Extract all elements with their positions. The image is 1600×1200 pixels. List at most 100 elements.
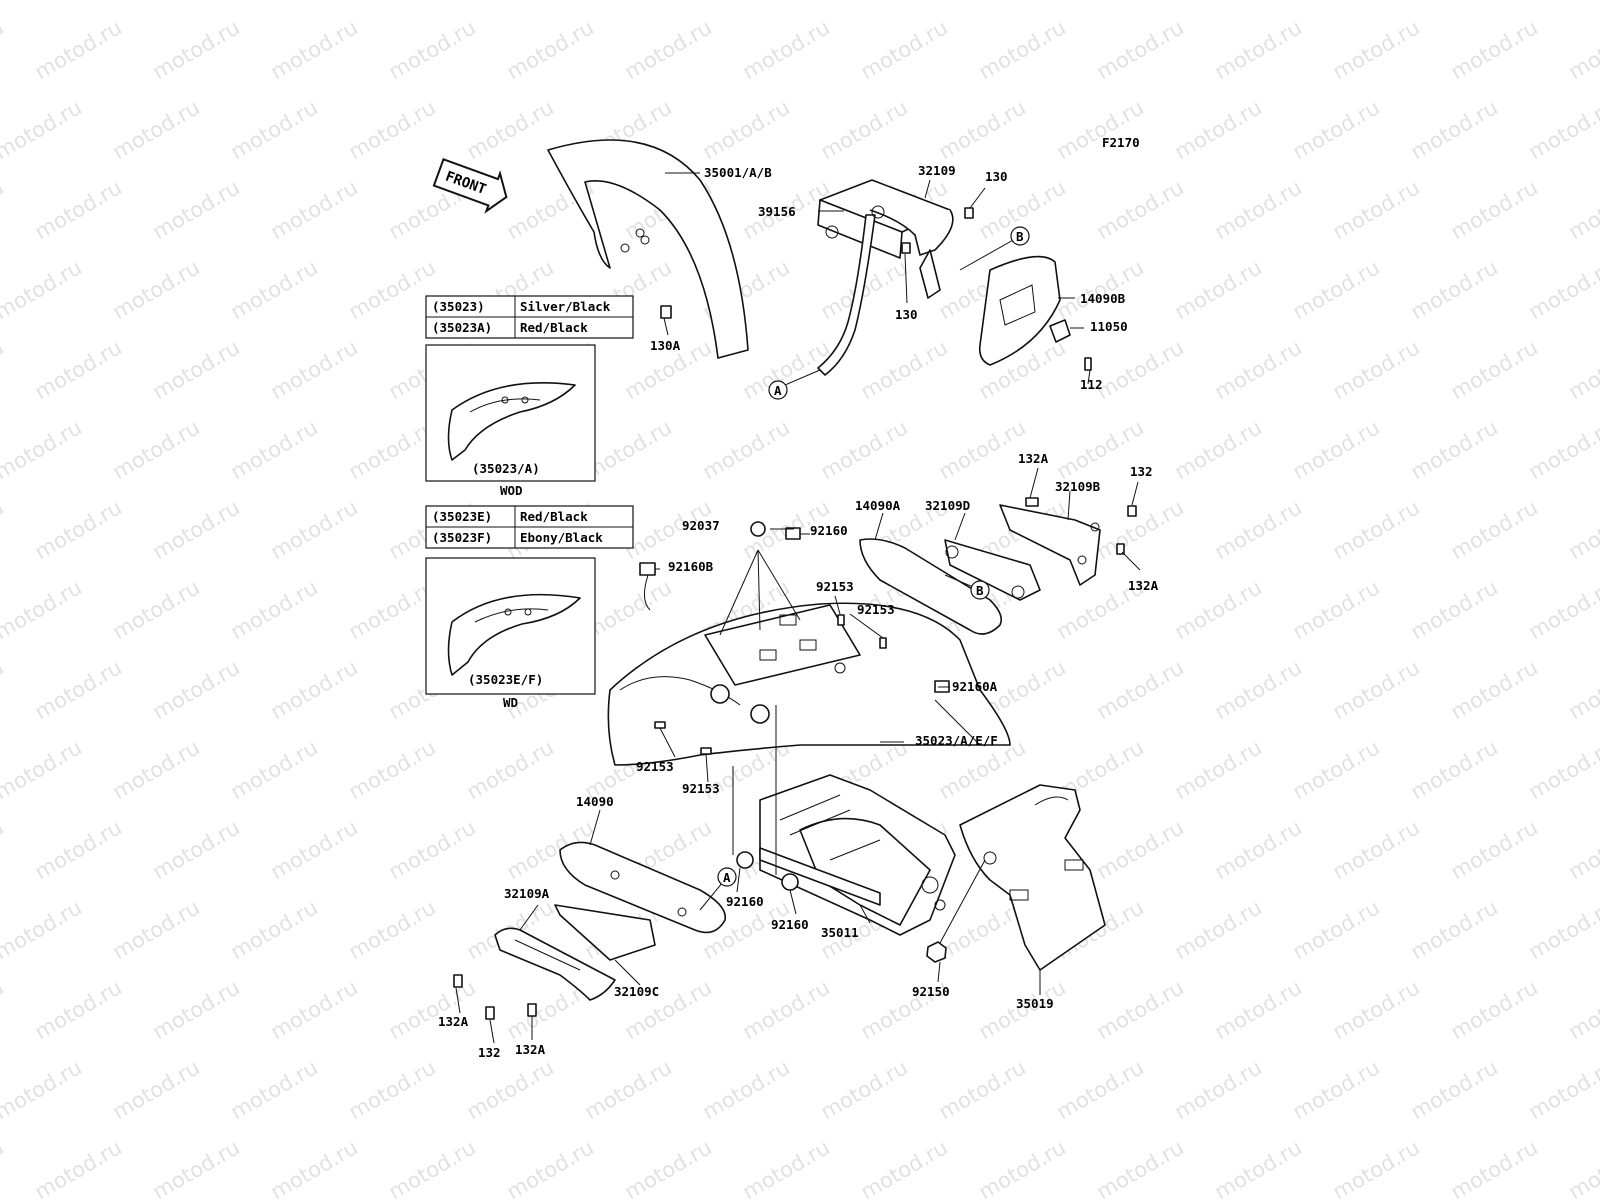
label-112: 112 bbox=[1080, 377, 1103, 392]
watermark-text: motod.ru bbox=[1053, 0, 1148, 4]
watermark-text: motod.ru bbox=[1565, 15, 1600, 84]
watermark-text: motod.ru bbox=[1565, 175, 1600, 244]
watermark-text: motod.ru bbox=[699, 0, 794, 4]
watermark-text: motod.ru bbox=[1211, 815, 1306, 884]
watermark-text: motod.ru bbox=[857, 1135, 952, 1200]
watermark-text: motod.ru bbox=[817, 1055, 912, 1124]
watermark-text: motod.ru bbox=[1525, 95, 1600, 164]
watermark-text: motod.ru bbox=[0, 735, 86, 804]
label-130A: 130A bbox=[650, 338, 681, 353]
label-92037: 92037 bbox=[682, 518, 720, 533]
inset-wd: (35023E/F) bbox=[425, 557, 596, 695]
watermark-text: motod.ru bbox=[1407, 895, 1502, 964]
watermark-text: motod.ru bbox=[975, 15, 1070, 84]
watermark-text: motod.ru bbox=[463, 95, 558, 164]
watermark-text: motod.ru bbox=[1525, 415, 1600, 484]
bracket-32109B-part bbox=[999, 504, 1101, 586]
bolt-132A-d bbox=[527, 1003, 537, 1017]
watermark-text: motod.ru bbox=[1093, 655, 1188, 724]
plate-14090B-part bbox=[978, 255, 1061, 366]
callout-B-top-label: B bbox=[1016, 229, 1024, 244]
watermark-text: motod.ru bbox=[1211, 15, 1306, 84]
watermark-text: motod.ru bbox=[0, 95, 86, 164]
watermark-text: motod.ru bbox=[31, 15, 126, 84]
bar-35011-part bbox=[759, 847, 881, 906]
watermark-text: motod.ru bbox=[1407, 735, 1502, 804]
label-32109A: 32109A bbox=[504, 886, 550, 901]
watermark-text: motod.ru bbox=[31, 1135, 126, 1200]
label-32109: 32109 bbox=[918, 163, 956, 178]
watermark-text: motod.ru bbox=[1053, 95, 1148, 164]
label-39156: 39156 bbox=[758, 204, 796, 219]
figure-code: F2170 bbox=[1102, 135, 1140, 150]
watermark-text: motod.ru bbox=[1171, 95, 1266, 164]
rear-fender-part bbox=[607, 602, 1011, 766]
watermark-text: motod.ru bbox=[1525, 575, 1600, 644]
bolt-130-top bbox=[964, 207, 974, 219]
watermark-text: motod.ru bbox=[267, 175, 362, 244]
watermark-text: motod.ru bbox=[149, 175, 244, 244]
watermark-text: motod.ru bbox=[0, 815, 8, 884]
watermark-text: motod.ru bbox=[463, 1055, 558, 1124]
watermark-text: motod.ru bbox=[1093, 815, 1188, 884]
watermark-text: motod.ru bbox=[109, 895, 204, 964]
watermark-text: motod.ru bbox=[1211, 175, 1306, 244]
watermark-text: motod.ru bbox=[817, 415, 912, 484]
watermark-text: motod.ru bbox=[149, 655, 244, 724]
watermark-text: motod.ru bbox=[1289, 1055, 1384, 1124]
watermark-text: motod.ru bbox=[1525, 1055, 1600, 1124]
watermark-text: motod.ru bbox=[975, 1135, 1070, 1200]
watermark-text: motod.ru bbox=[1289, 735, 1384, 804]
watermark-text: motod.ru bbox=[385, 1135, 480, 1200]
watermark-text: motod.ru bbox=[0, 0, 86, 4]
watermark-text: motod.ru bbox=[1329, 335, 1424, 404]
bolt-92153-b bbox=[879, 637, 887, 649]
watermark-text: motod.ru bbox=[31, 655, 126, 724]
plate-14090A-part bbox=[859, 538, 1003, 635]
watermark-text: motod.ru bbox=[149, 975, 244, 1044]
watermark-text: motod.ru bbox=[1171, 895, 1266, 964]
label-92153-c: 92153 bbox=[636, 759, 674, 774]
callout-A-bottom: A bbox=[717, 867, 737, 887]
watermark-text: motod.ru bbox=[739, 975, 834, 1044]
watermark-text: motod.ru bbox=[0, 975, 8, 1044]
callout-B-top: B bbox=[1010, 226, 1030, 246]
watermark-text: motod.ru bbox=[739, 15, 834, 84]
watermark-text: motod.ru bbox=[149, 495, 244, 564]
watermark-text: motod.ru bbox=[109, 735, 204, 804]
watermark-text: motod.ru bbox=[345, 735, 440, 804]
watermark-text: motod.ru bbox=[1211, 335, 1306, 404]
bolt-130-mid bbox=[901, 242, 911, 254]
watermark-text: motod.ru bbox=[1289, 895, 1384, 964]
inset-wd-part: (35023E/F) bbox=[468, 672, 543, 687]
watermark-text: motod.ru bbox=[1565, 1135, 1600, 1200]
watermark-text: motod.ru bbox=[227, 735, 322, 804]
watermark-text: motod.ru bbox=[1329, 1135, 1424, 1200]
watermark-text: motod.ru bbox=[31, 815, 126, 884]
bolt-92153-a bbox=[837, 614, 845, 626]
bolt-92153-c bbox=[654, 721, 666, 729]
label-132-a: 132 bbox=[1130, 464, 1153, 479]
watermark-text: motod.ru bbox=[1289, 415, 1384, 484]
watermark-text: motod.ru bbox=[1525, 735, 1600, 804]
watermark-text: motod.ru bbox=[1171, 575, 1266, 644]
callout-B-mid: B bbox=[970, 580, 990, 600]
bolt-132A-c bbox=[453, 974, 463, 988]
watermark-text: motod.ru bbox=[1329, 175, 1424, 244]
watermark-text: motod.ru bbox=[31, 495, 126, 564]
bracket-32109C-part bbox=[554, 904, 656, 961]
watermark-text: motod.ru bbox=[345, 895, 440, 964]
nut-92160-b bbox=[736, 851, 754, 869]
label-11050: 11050 bbox=[1090, 319, 1128, 334]
label-130-top: 130 bbox=[985, 169, 1008, 184]
inset-wod-variant: WOD bbox=[500, 483, 523, 498]
label-35023AEF: 35023/A/E/F bbox=[915, 733, 998, 748]
watermark-text: motod.ru bbox=[385, 15, 480, 84]
label-92153-b: 92153 bbox=[857, 602, 895, 617]
watermark-text: motod.ru bbox=[1053, 255, 1148, 324]
watermark-text: motod.ru bbox=[345, 95, 440, 164]
watermark-text: motod.ru bbox=[1565, 335, 1600, 404]
watermark-text: motod.ru bbox=[31, 175, 126, 244]
